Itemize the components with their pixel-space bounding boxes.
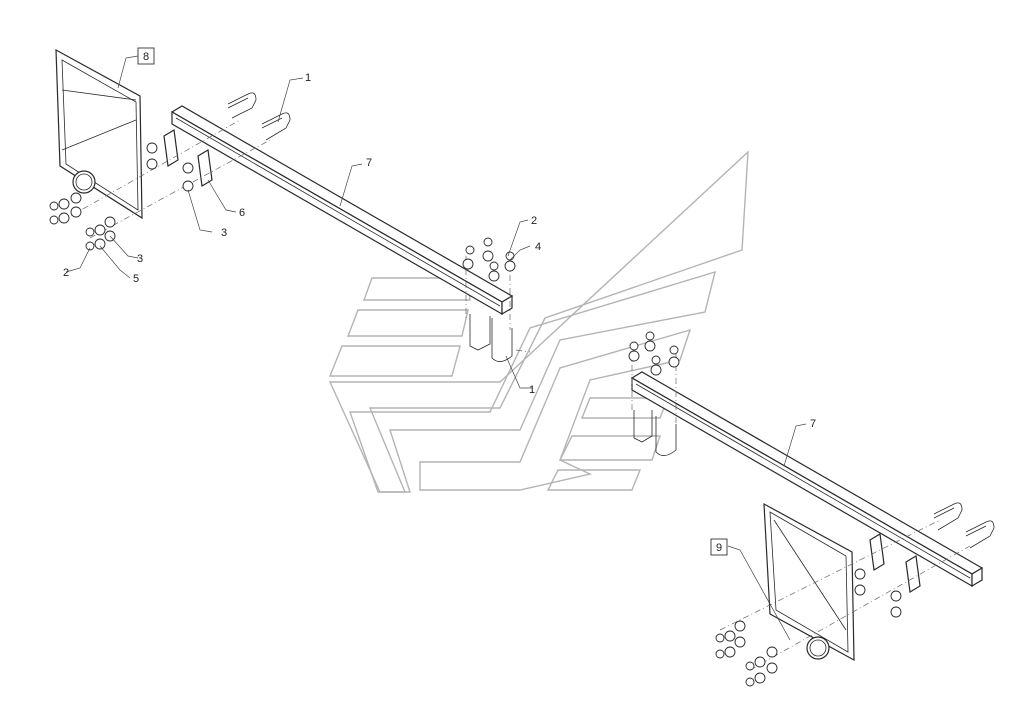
u-bolt-upper-left-a <box>227 92 257 119</box>
svg-text:3: 3 <box>221 227 227 239</box>
callout-2a: 2 <box>531 215 537 227</box>
hardware-upper-left <box>49 142 194 251</box>
callout-9: 9 <box>710 538 728 556</box>
hardware-lower-right <box>715 568 902 687</box>
callout-5: 5 <box>133 273 139 285</box>
assembly-lines <box>59 119 971 671</box>
svg-text:2: 2 <box>63 267 69 279</box>
callout-4: 4 <box>535 241 541 253</box>
callout-7a: 7 <box>366 157 372 169</box>
callout-7b: 7 <box>810 418 816 430</box>
plate-upper-left <box>55 48 143 220</box>
svg-text:7: 7 <box>810 418 816 430</box>
svg-text:8: 8 <box>143 51 149 63</box>
clamp-brackets-upper <box>163 129 213 187</box>
plate-lower-right <box>763 502 855 662</box>
callout-6: 6 <box>239 207 245 219</box>
u-bolt-upper-left-b <box>261 112 291 141</box>
svg-text:6: 6 <box>239 207 245 219</box>
callout-3a: 3 <box>221 227 227 239</box>
svg-text:3: 3 <box>137 253 143 265</box>
svg-text:9: 9 <box>716 542 722 554</box>
clamp-brackets-lower <box>869 533 921 593</box>
svg-text:1: 1 <box>529 384 535 396</box>
callout-1b: 1 <box>529 384 535 396</box>
svg-text:1: 1 <box>305 72 311 84</box>
watermark-logo <box>328 150 749 493</box>
square-tube-upper <box>170 105 514 316</box>
hardware-middle-lower <box>628 331 680 376</box>
callout-2b: 2 <box>63 267 69 279</box>
svg-text:7: 7 <box>366 157 372 169</box>
leader-lines <box>65 55 807 641</box>
u-bolt-lower-right-b <box>965 520 995 549</box>
u-bolt-middle-upper <box>469 314 513 362</box>
u-bolt-middle-lower <box>633 410 677 456</box>
svg-text:4: 4 <box>535 241 541 253</box>
svg-text:5: 5 <box>133 273 139 285</box>
callout-8: 8 <box>137 47 155 65</box>
svg-text:2: 2 <box>531 215 537 227</box>
callout-3b: 3 <box>137 253 143 265</box>
u-bolt-lower-right-a <box>933 502 963 531</box>
hardware-middle-upper <box>462 237 516 282</box>
square-tube-lower <box>630 371 984 588</box>
callout-1a: 1 <box>305 72 311 84</box>
